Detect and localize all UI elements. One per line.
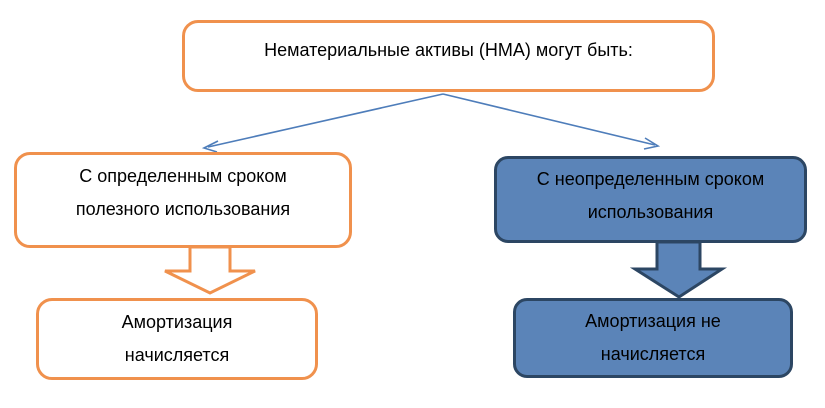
left-result-box: Амортизация начисляется (36, 298, 318, 380)
right-result-box: Амортизация не начисляется (513, 298, 793, 378)
down-arrow-right-icon (629, 240, 728, 299)
right-condition-line2: использования (587, 201, 714, 222)
title-label: Нематериальные активы (НМА) могут быть: (264, 40, 633, 60)
branch-connector-right (442, 93, 661, 150)
left-condition-box: С определенным сроком полезного использо… (14, 152, 352, 248)
branch-connector-left (201, 93, 444, 153)
right-condition-box: С неопределенным сроком использования (494, 156, 807, 243)
left-condition-line2: полезного использования (75, 199, 291, 219)
left-condition-line1: С определенным сроком (79, 166, 287, 186)
down-arrow-left-icon (164, 245, 256, 295)
title-box: Нематериальные активы (НМА) могут быть: (182, 20, 715, 92)
right-result-line1: Амортизация не (585, 311, 721, 331)
right-result-line2: начисляется (600, 344, 706, 364)
left-result-line1: Амортизация (121, 312, 233, 332)
right-condition-line1: С неопределенным сроком (536, 168, 765, 189)
left-result-line2: начисляется (124, 345, 230, 365)
